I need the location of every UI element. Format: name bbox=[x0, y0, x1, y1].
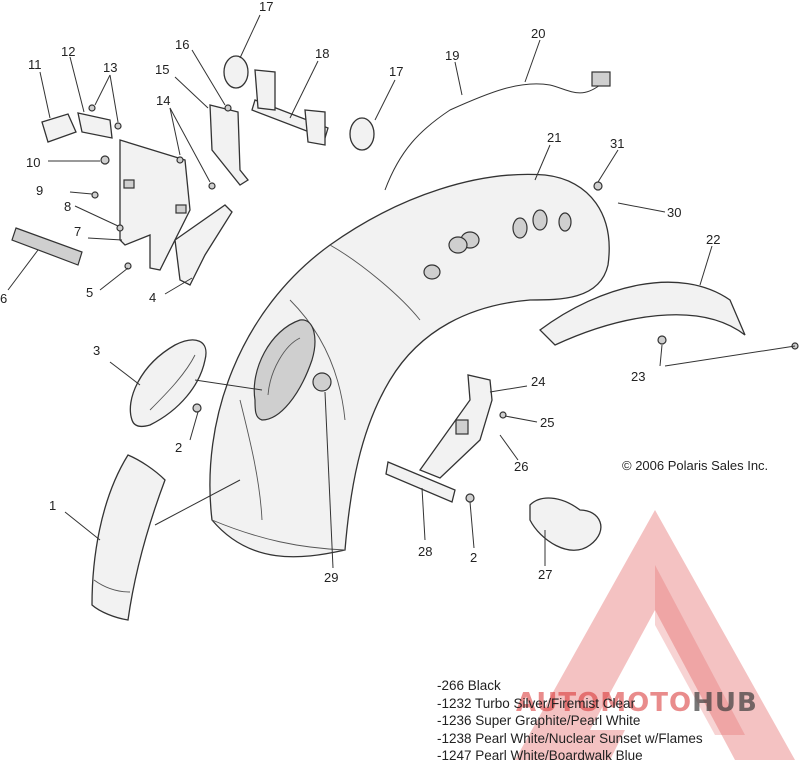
fasteners bbox=[88, 104, 799, 503]
color-code-item: -1247 Pearl White/Boardwalk Blue bbox=[437, 748, 643, 763]
callout-24: 24 bbox=[531, 374, 545, 389]
cover bbox=[529, 497, 602, 551]
callout-3: 3 bbox=[93, 343, 100, 358]
reflector-strip bbox=[11, 227, 83, 266]
callout-10: 10 bbox=[26, 155, 40, 170]
color-code-item: -1238 Pearl White/Nuclear Sunset w/Flame… bbox=[437, 730, 703, 746]
turn-signal-bar bbox=[209, 55, 375, 186]
callout-labels: 1 2 3 4 5 6 7 8 9 10 11 12 13 14 15 16 1… bbox=[0, 0, 720, 585]
callout-7: 7 bbox=[74, 224, 81, 239]
callout-23: 23 bbox=[631, 369, 645, 384]
callout-14: 14 bbox=[156, 93, 170, 108]
color-code-item: -1232 Turbo Silver/Firemist Clear bbox=[437, 695, 636, 711]
fender-trim-extension bbox=[91, 454, 166, 621]
color-code-item: -1236 Super Graphite/Pearl White bbox=[437, 713, 641, 728]
rear-fender bbox=[209, 173, 610, 558]
support-bracket bbox=[418, 374, 493, 479]
callout-30: 30 bbox=[667, 205, 681, 220]
callout-22: 22 bbox=[706, 232, 720, 247]
callout-27: 27 bbox=[538, 567, 552, 582]
callout-5: 5 bbox=[86, 285, 93, 300]
callout-21: 21 bbox=[547, 130, 561, 145]
leader-lines bbox=[7, 14, 796, 569]
callout-12: 12 bbox=[61, 44, 75, 59]
trim-strip bbox=[385, 461, 456, 503]
tail-light-housing bbox=[41, 112, 113, 143]
callout-25: 25 bbox=[540, 415, 554, 430]
callout-16: 16 bbox=[175, 37, 189, 52]
callout-11: 11 bbox=[28, 57, 42, 72]
callout-9: 9 bbox=[36, 183, 43, 198]
callout-15: 15 bbox=[155, 62, 169, 77]
callout-29: 29 bbox=[324, 570, 338, 585]
callout-19: 19 bbox=[445, 48, 459, 63]
callout-26: 26 bbox=[514, 459, 528, 474]
callout-2a: 2 bbox=[175, 440, 182, 455]
callout-17a: 17 bbox=[259, 0, 273, 14]
callout-13: 13 bbox=[103, 60, 117, 75]
callout-2b: 2 bbox=[470, 550, 477, 565]
callout-6: 6 bbox=[0, 291, 7, 306]
callout-31: 31 bbox=[610, 136, 624, 151]
license-bracket bbox=[119, 139, 233, 286]
copyright-notice: © 2006 Polaris Sales Inc. bbox=[622, 458, 769, 473]
watermark-text: AUTOMOTOHUB bbox=[516, 688, 758, 718]
callout-17b: 17 bbox=[389, 64, 403, 79]
callout-18: 18 bbox=[315, 46, 329, 61]
fender-rail bbox=[539, 281, 747, 346]
wire-harness bbox=[384, 71, 611, 191]
callout-8: 8 bbox=[64, 199, 71, 214]
callout-4: 4 bbox=[149, 290, 156, 305]
callout-28: 28 bbox=[418, 544, 432, 559]
callout-1: 1 bbox=[49, 498, 56, 513]
tail-light-lens bbox=[129, 339, 207, 427]
callout-20: 20 bbox=[531, 26, 545, 41]
watermark-logo bbox=[515, 510, 795, 760]
color-code-list: -266 Black -1232 Turbo Silver/Firemist C… bbox=[437, 677, 703, 765]
color-code-item: -266 Black bbox=[437, 678, 501, 693]
